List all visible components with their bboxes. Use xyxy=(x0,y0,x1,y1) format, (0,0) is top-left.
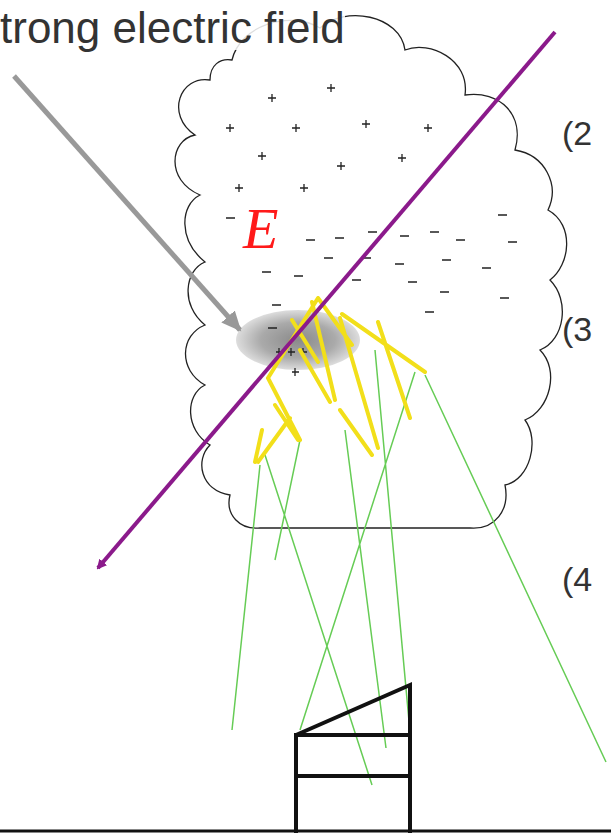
callout-text: trong electric field xyxy=(0,6,345,50)
callout-number: (2 xyxy=(562,116,592,150)
field-direction-arrow xyxy=(98,32,555,568)
field-symbol: E xyxy=(243,200,278,258)
pointer-arrow xyxy=(14,76,240,330)
electron-avalanches xyxy=(255,298,425,462)
callout-number: (4 xyxy=(562,562,592,596)
callout-number: (3 xyxy=(562,312,592,346)
building xyxy=(296,685,410,833)
positive-charges xyxy=(226,84,432,376)
cloud-outline xyxy=(175,16,567,529)
ground-line xyxy=(0,830,611,833)
